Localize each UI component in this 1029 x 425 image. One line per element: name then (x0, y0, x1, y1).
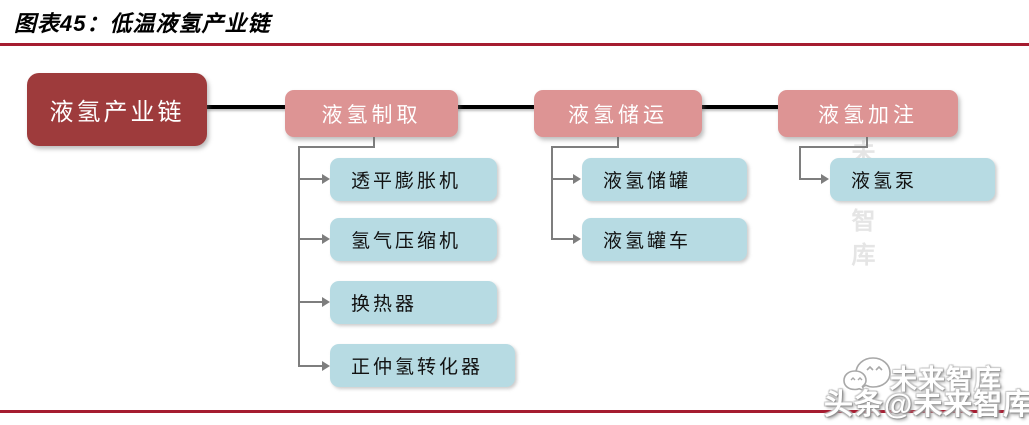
top-rule (0, 43, 1029, 46)
watermark-ghost-text: 未来智库 (890, 365, 1002, 395)
arrowhead-icon (322, 297, 330, 307)
trunk-connector-line (205, 105, 780, 109)
node-hydrogen-compressor: 氢气压缩机 (330, 218, 497, 261)
connector-col1-spine (298, 146, 300, 367)
connector-col2-branch-2 (553, 238, 573, 240)
node-stage-refueling: 液氢加注 (778, 90, 958, 137)
connector-col1-elbow (298, 146, 375, 148)
arrowhead-icon (322, 234, 330, 244)
connector-col1-branch-3 (300, 301, 322, 303)
connector-col3-spine (799, 146, 801, 180)
bottom-rule (0, 410, 1029, 413)
arrowhead-icon (821, 174, 829, 184)
connector-col2-stub (617, 137, 619, 148)
arrowhead-icon (322, 174, 330, 184)
connector-col2-elbow (551, 146, 619, 148)
arrowhead-icon (573, 174, 581, 184)
node-stage-production: 液氢制取 (285, 90, 458, 137)
watermark-main-text: 头条@未来智库 (824, 389, 1029, 421)
connector-col2-branch-1 (553, 178, 573, 180)
node-industry-chain: 液氢产业链 (27, 73, 207, 146)
connector-col1-branch-2 (300, 238, 322, 240)
connector-col1-branch-1 (300, 178, 322, 180)
chat-bubbles-icon (843, 356, 891, 403)
node-turbo-expander: 透平膨胀机 (330, 158, 497, 201)
node-ortho-para-converter: 正仲氢转化器 (330, 344, 515, 387)
connector-col1-stub (373, 137, 375, 148)
arrowhead-icon (573, 234, 581, 244)
connector-col2-spine (551, 146, 553, 240)
node-lh2-tanker-truck: 液氢罐车 (582, 218, 747, 261)
figure-title: 图表45：低温液氢产业链 (14, 11, 271, 36)
arrowhead-icon (322, 361, 330, 371)
connector-col3-stub (866, 137, 868, 148)
connector-col3-branch-1 (801, 178, 821, 180)
connector-col3-elbow (799, 146, 868, 148)
node-lh2-pump: 液氢泵 (830, 158, 995, 201)
node-heat-exchanger: 换热器 (330, 281, 497, 324)
node-lh2-storage-tank: 液氢储罐 (582, 158, 747, 201)
connector-col1-branch-4 (300, 365, 322, 367)
node-stage-storage-transport: 液氢储运 (534, 90, 702, 137)
